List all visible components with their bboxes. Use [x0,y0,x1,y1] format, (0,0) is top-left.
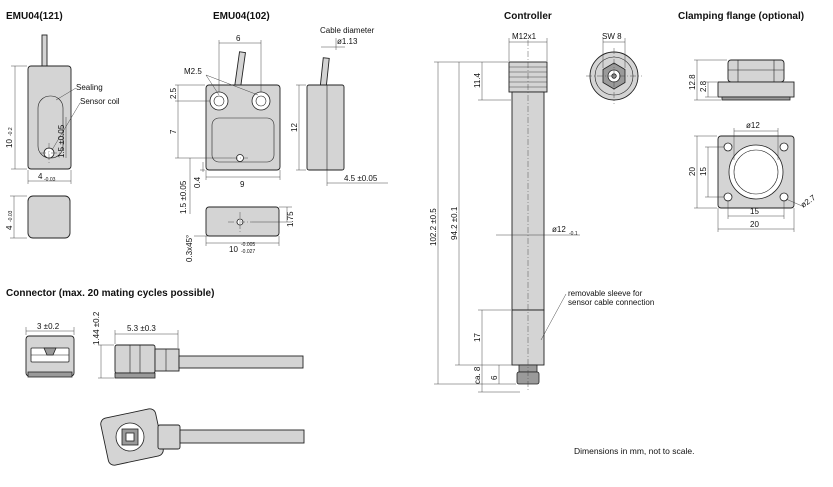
emu121-dim-10-tol: -0.2 [8,127,14,136]
emu102-dim-0-4: 0.4 [193,176,202,188]
flange-hole-tl [723,142,733,152]
controller-side-view [434,38,580,393]
emu102-cable [234,51,246,87]
emu102-dim-12: 12 [290,123,299,132]
connector-side-body [114,344,156,374]
controller-dim-d12: ø12 [552,225,566,234]
emu102-dim-9: 9 [240,180,245,189]
title-emu04-102: EMU04(102) [213,11,270,22]
connector-front-base [27,371,73,378]
controller-dim-sw8: SW 8 [602,32,622,41]
flange-dim-12-8: 12.8 [688,74,697,90]
emu121-dim-4: 4 [38,172,43,181]
flange-hole-br [779,192,789,202]
controller-dim-102-2: 102.2 ±0.5 [429,208,438,246]
flange-dim-15-vertical: 15 [699,167,708,176]
emu102-dim-1-5: 1.5 ±0.05 [179,180,188,214]
flange-side-view [694,59,795,101]
controller-dim-ca8: ca. 8 [473,366,482,384]
connector-front-view [25,327,75,378]
emu102-side-body [306,84,345,171]
controller-body [511,91,545,311]
emu102-side-cable [319,57,330,87]
emu102-dim-10: 10 [229,245,238,254]
connector-side-cable [178,355,304,369]
connector-side-crimp [154,348,180,372]
connector-side-view [98,330,304,379]
emu102-bottom-view [194,206,292,246]
emu102-dim-4-5: 4.5 ±0.05 [344,174,378,183]
controller-sleeve-label-2: sensor cable connection [568,298,654,307]
emu102-dim-10-tol-top: -0.005 [241,242,255,248]
connector-dim-1-44: 1.44 ±0.2 [92,311,101,345]
flange-dim-20-vertical: 20 [688,167,697,176]
controller-end-view [586,38,642,104]
flange-dim-2-8: 2.8 [699,80,708,92]
flange-dim-20-horizontal: 20 [750,220,759,229]
controller-dim-11-4: 11.4 [473,72,482,88]
emu121-front-view [11,34,81,184]
emu102-front-view [175,40,281,214]
flange-top-view [694,128,803,232]
emu121-bottom-dim-4-tol: -0.03 [8,210,14,222]
emu102-sensor-face [211,117,275,163]
emu102-dim-1-75: 1.75 [286,211,295,227]
controller-dim-m12: M12x1 [512,32,537,41]
title-connector: Connector (max. 20 mating cycles possibl… [6,288,214,299]
flange-dim-d2-7: ø2.7 [799,193,818,210]
flange-dim-15-horizontal: 15 [750,207,759,216]
flange-side-top [727,59,785,83]
emu121-dim-1-5: 1.5 ±0.05 [57,124,66,158]
footer-note: Dimensions in mm, not to scale. [574,446,694,456]
emu102-m25-label: M2.5 [184,67,202,76]
controller-dim-d12-tol: -0.1 [569,231,578,237]
connector-dim-3: 3 ±0.2 [37,322,60,331]
emu121-bottom-body [27,195,71,239]
connector-top-cable [179,429,305,444]
emu102-cable-diameter-label: Cable diameter [320,26,375,35]
emu121-sensor-coil-label: Sensor coil [80,97,120,106]
connector-top-crimp [157,424,181,450]
emu121-sealing-label: Sealing [76,83,103,92]
controller-dim-94-2: 94.2 ±0.1 [450,206,459,240]
emu121-dim-4-tol: -0.03 [44,177,56,183]
emu121-cable [41,34,48,68]
emu102-thread-right [251,91,271,111]
title-controller: Controller [504,11,552,22]
emu121-body [27,65,72,170]
emu102-dim-6: 6 [236,34,241,43]
emu121-bottom-view [10,195,71,239]
controller-sleeve-label-1: removable sleeve for [568,289,643,298]
emu121-bottom-dim-4: 4 [5,225,14,230]
title-clamping-flange: Clamping flange (optional) [678,11,804,22]
emu121-dim-10: 10 [5,139,14,148]
emu102-dim-7: 7 [169,129,178,134]
title-emu04-121: EMU04(121) [6,11,63,22]
controller-dim-17: 17 [473,333,482,342]
emu102-dim-10-tol-bottom: -0.027 [241,249,255,255]
emu102-side-view [296,38,388,186]
flange-side-plate [717,81,795,98]
connector-top-view [100,408,305,466]
flange-bore-outer [728,144,784,200]
emu102-dim-d1-13: ø1.13 [337,37,358,46]
controller-dim-6: 6 [490,375,499,380]
connector-dim-5-3: 5.3 ±0.3 [127,324,156,333]
emu102-dim-chamfer: 0.3x45° [185,235,194,262]
flange-side-base [721,96,791,101]
emu102-dim-2-5: 2.5 [169,87,178,99]
flange-hole-tr [779,142,789,152]
flange-dim-d12: ø12 [746,121,760,130]
flange-hole-bl [723,192,733,202]
connector-side-base [114,372,156,379]
